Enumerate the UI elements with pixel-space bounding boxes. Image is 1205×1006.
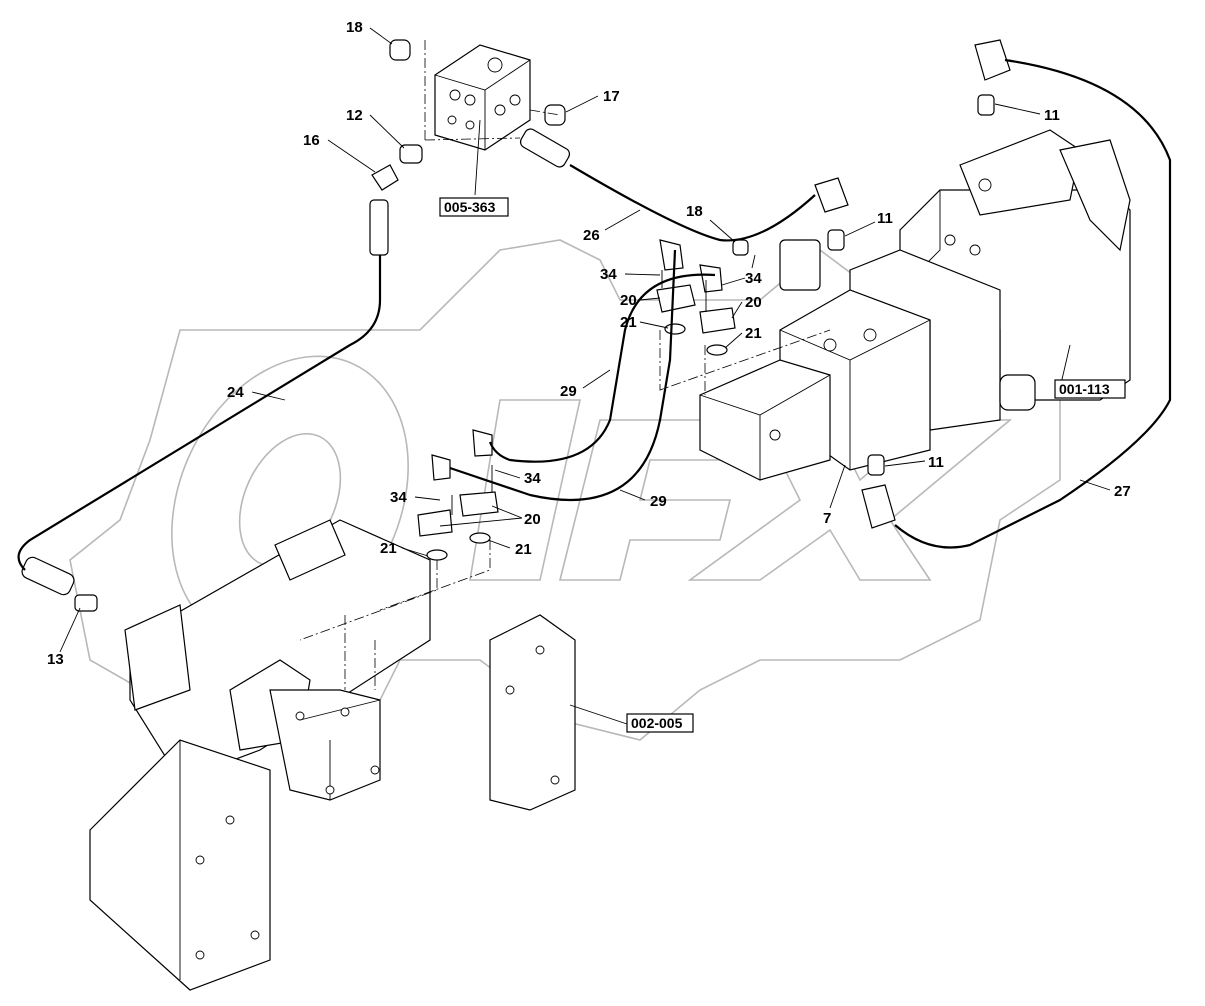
o-ring-21c [426,549,448,561]
hose-end-24-top [369,199,389,256]
label-002-005: 002-005 [631,715,683,731]
label-21c: 21 [380,540,397,557]
label-11-lower: 11 [928,454,944,471]
hose-26 [569,164,816,242]
label-12: 12 [346,107,363,124]
part-labels: 18 17 12 16 005-363 26 18 11 11 34 34 20… [47,19,1131,733]
hose-end-24-bottom [21,556,75,596]
valve-block-005-363 [434,44,531,151]
label-18-lower: 18 [686,203,703,220]
hose-29b [449,249,677,502]
label-34b: 34 [745,270,762,287]
elbow-27-bottom [861,484,896,529]
elbow-16 [371,164,399,191]
fittings [21,39,1011,612]
label-20a: 20 [620,292,637,309]
label-17: 17 [603,88,620,105]
label-26: 26 [583,227,600,244]
label-29a: 29 [560,383,577,400]
label-16: 16 [303,132,320,149]
box-001-113 [1054,379,1126,399]
adapter-11-top [977,94,995,116]
hose-27 [894,58,1172,549]
flange-clamp-20a [656,284,696,313]
frame-bracket-002-005 [89,519,576,991]
hose-24 [17,255,382,571]
label-20b: 20 [745,294,762,311]
hose-29a [488,273,716,463]
elbow-27-top [974,39,1011,81]
label-001-113: 001-113 [1059,381,1110,397]
label-21d: 21 [515,541,532,558]
adapter-11-lower [867,454,885,476]
label-11-mid: 11 [877,210,893,227]
flange-clamp-20d [459,491,499,517]
elbow-29a [659,239,684,271]
label-21a: 21 [620,314,637,331]
elbow-29c [472,429,493,457]
adapter-11-mid [827,229,845,251]
flange-clamp-20b [699,307,736,334]
pump-assembly-001-113 [699,129,1131,481]
elbow-29d [431,454,451,481]
hose-end-26 [519,128,571,168]
label-20c: 20 [524,511,541,528]
label-21b: 21 [745,325,762,342]
label-11-top: 11 [1044,107,1060,124]
label-34a: 34 [600,266,617,283]
label-34c: 34 [524,470,541,487]
label-27: 27 [1114,483,1131,500]
leader-lines [59,27,1111,725]
elbow-29b [699,264,723,293]
label-29b: 29 [650,493,667,510]
center-lines [299,40,831,690]
elbow-26-end [814,177,849,213]
plug-18-lower [732,239,749,256]
o-ring-21d [469,532,491,544]
hoses [17,58,1172,571]
box-005-363 [439,197,509,217]
box-002-005 [626,713,694,733]
label-005-363: 005-363 [444,199,496,215]
adapter-13 [74,594,98,612]
label-34d: 34 [390,489,407,506]
o-ring-21a [664,323,686,335]
plug-17 [544,104,566,126]
flange-clamp-20c [417,509,453,537]
plug-18-upper [389,39,411,61]
label-7: 7 [823,510,831,527]
adapter-12 [399,144,423,164]
o-ring-21b [706,344,728,356]
label-13: 13 [47,651,64,668]
label-24: 24 [227,384,244,401]
label-18-upper: 18 [346,19,363,36]
